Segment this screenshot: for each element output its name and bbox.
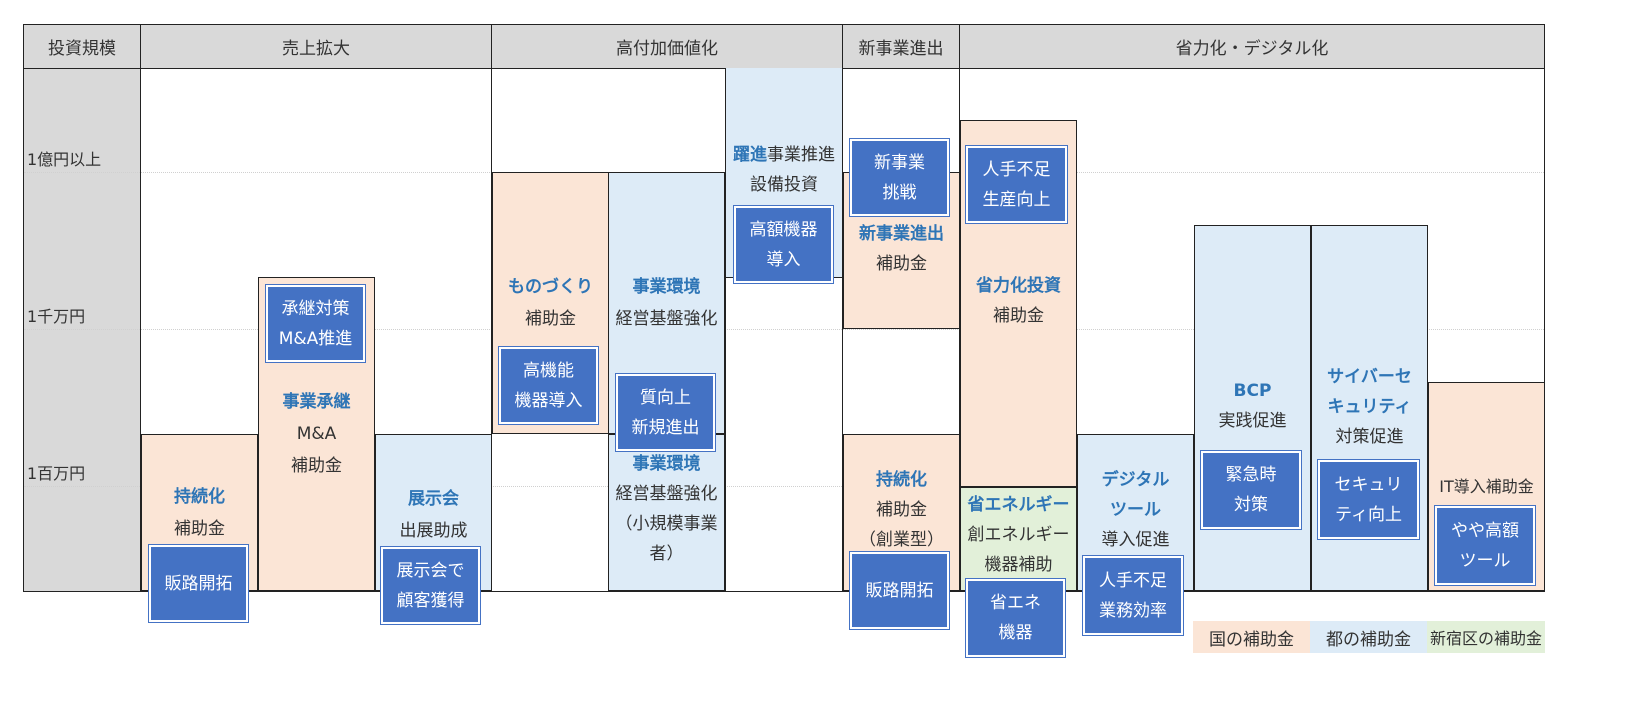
program-subtitle: 創エネルギー xyxy=(967,525,1070,545)
legend-shinjuku: 新宿区の補助金 xyxy=(1427,621,1545,653)
program-subtitle: 実践促進 xyxy=(1218,411,1287,431)
header-digitalization: 省力化・デジタル化 xyxy=(960,25,1544,69)
program-subtitle: （創業型） xyxy=(859,530,944,550)
program-title: サイバーセ xyxy=(1327,367,1412,387)
program-title: ツール xyxy=(1110,500,1161,520)
program-title: 省エネルギー xyxy=(967,495,1070,515)
scale-label-10m: 1千万円 xyxy=(27,307,86,326)
program-subtitle: 補助金 xyxy=(525,309,576,329)
header-high-value: 高付加価値化 xyxy=(492,25,843,69)
program-subtitle: 出展助成 xyxy=(399,521,468,541)
header-scale: 投資規模 xyxy=(24,25,141,69)
program-title: 事業環境 xyxy=(632,277,701,297)
program-subtitle: 補助金 xyxy=(876,500,927,520)
tag-shoene-kiki: 省エネ 機器 xyxy=(966,579,1065,657)
program-subtitle: 者） xyxy=(649,544,684,564)
program-title: 事業承継 xyxy=(282,392,351,412)
program-subtitle: 経営基盤強化 xyxy=(615,309,718,329)
program-title: BCP xyxy=(1233,381,1272,401)
header-sales-expansion: 売上拡大 xyxy=(141,25,492,69)
program-bcp: BCP 実践促進 xyxy=(1194,225,1311,591)
program-title: ものづくり xyxy=(508,277,593,297)
header-new-business: 新事業進出 xyxy=(843,25,960,69)
scale-label-100m: 1億円以上 xyxy=(27,150,102,169)
tag-shinjigyo-chosen: 新事業 挑戦 xyxy=(850,139,949,216)
tag-shitsu-kojo: 質向上 新規進出 xyxy=(616,374,715,451)
program-subtitle: M&A xyxy=(296,424,337,444)
tag-kougaku-kiki: 高額機器 導入 xyxy=(734,206,833,283)
column-divider xyxy=(842,68,843,591)
program-shoene: 省エネルギー 創エネルギー 機器補助 xyxy=(960,487,1077,591)
column-divider xyxy=(725,68,726,591)
program-title: 展示会 xyxy=(408,489,459,509)
column-divider xyxy=(491,68,492,591)
legend-metro: 都の補助金 xyxy=(1310,621,1427,653)
program-title: 持続化 xyxy=(174,487,225,507)
program-subtitle: 補助金 xyxy=(993,306,1044,326)
tag-kinkyuji-taisaku: 緊急時 対策 xyxy=(1201,451,1301,529)
chart-frame xyxy=(23,24,1545,592)
program-title: キュリティ xyxy=(1327,397,1412,417)
tag-gyomu-koritsu: 人手不足 業務効率 xyxy=(1083,556,1183,635)
tag-hitode-busoku: 人手不足 生産向上 xyxy=(966,146,1067,223)
program-subtitle: 設備投資 xyxy=(750,175,818,195)
tag-security-kojo: セキュリ ティ向上 xyxy=(1318,460,1419,539)
tag-koukinou-kiki: 高機能 機器導入 xyxy=(499,347,598,424)
program-title: 省力化投資 xyxy=(976,276,1061,296)
gridline xyxy=(24,486,1544,487)
program-subtitle: （小規模事業 xyxy=(615,514,718,534)
program-subtitle: 補助金 xyxy=(291,456,342,476)
program-subtitle: 導入促進 xyxy=(1101,530,1170,550)
tag-shokei-taisaku: 承継対策 M&A推進 xyxy=(266,285,365,362)
program-subtitle: 対策促進 xyxy=(1335,427,1404,447)
program-title: デジタル xyxy=(1101,470,1170,490)
program-subtitle: 機器補助 xyxy=(984,555,1053,575)
tag-yaya-kogaku: やや高額 ツール xyxy=(1435,506,1535,585)
column-divider xyxy=(959,68,960,591)
legend-national: 国の補助金 xyxy=(1193,621,1310,653)
program-jigyo-kankyo-small: 事業環境 経営基盤強化 （小規模事業 者） xyxy=(608,434,725,591)
program-title: 持続化 xyxy=(876,470,927,490)
program-subtitle: 経営基盤強化 xyxy=(615,484,718,504)
program-title: 事業環境 xyxy=(632,454,701,474)
scale-label-1m: 1百万円 xyxy=(27,464,86,483)
tag-tenjikai-kokyaku: 展示会で 顧客獲得 xyxy=(381,547,480,624)
program-subtitle: 補助金 xyxy=(174,519,225,539)
program-title: IT導入補助金 xyxy=(1439,477,1534,496)
program-title: 新事業進出 xyxy=(859,224,944,244)
program-title: 躍進事業推進 xyxy=(733,145,835,165)
tag-hanro-kaitaku: 販路開拓 xyxy=(149,545,248,622)
program-subtitle: 補助金 xyxy=(876,254,927,274)
tag-hanro-kaitaku-2: 販路開拓 xyxy=(850,552,949,629)
gridline xyxy=(24,329,1544,330)
